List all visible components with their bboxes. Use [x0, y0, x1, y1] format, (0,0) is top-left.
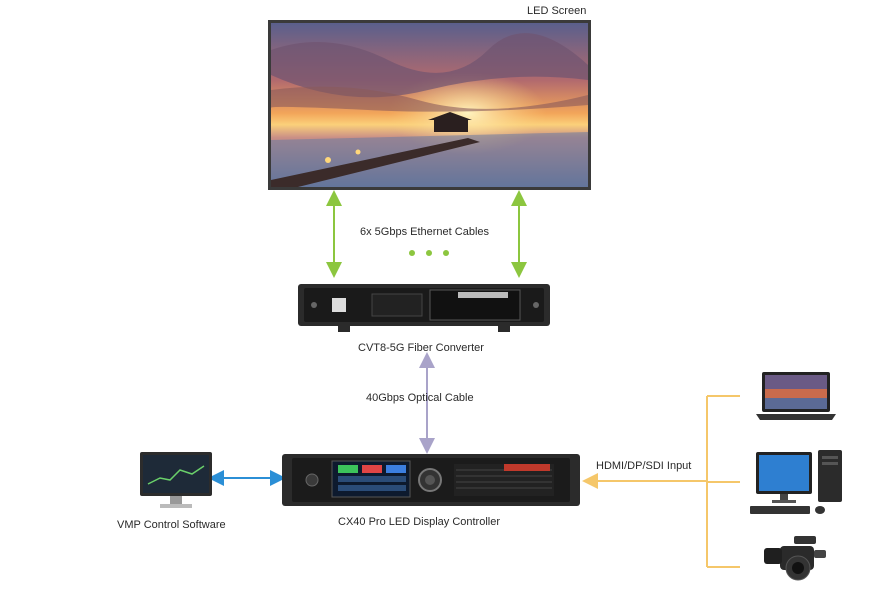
video-camera-icon — [764, 536, 826, 581]
ellipsis-dot-1 — [409, 250, 415, 256]
ethernet-cables-label: 6x 5Gbps Ethernet Cables — [360, 226, 490, 238]
fiber-converter-label: CVT8-5G Fiber Converter — [358, 342, 484, 354]
ellipsis-dot-2 — [426, 250, 432, 256]
controller-label: CX40 Pro LED Display Controller — [338, 516, 501, 528]
desktop-pc-icon — [750, 450, 842, 514]
inputs-label: HDMI/DP/SDI Input — [596, 460, 692, 472]
laptop-icon — [756, 372, 836, 420]
led-screen-image — [268, 20, 591, 190]
ellipsis-dot-3 — [443, 250, 449, 256]
led-screen-label: LED Screen — [527, 5, 587, 17]
optical-cable-label: 40Gbps Optical Cable — [366, 392, 474, 404]
fiber-converter-device — [298, 284, 550, 332]
vmp-software-label: VMP Control Software — [117, 519, 226, 531]
led-controller-device — [282, 454, 580, 506]
monitor-icon — [140, 452, 212, 508]
